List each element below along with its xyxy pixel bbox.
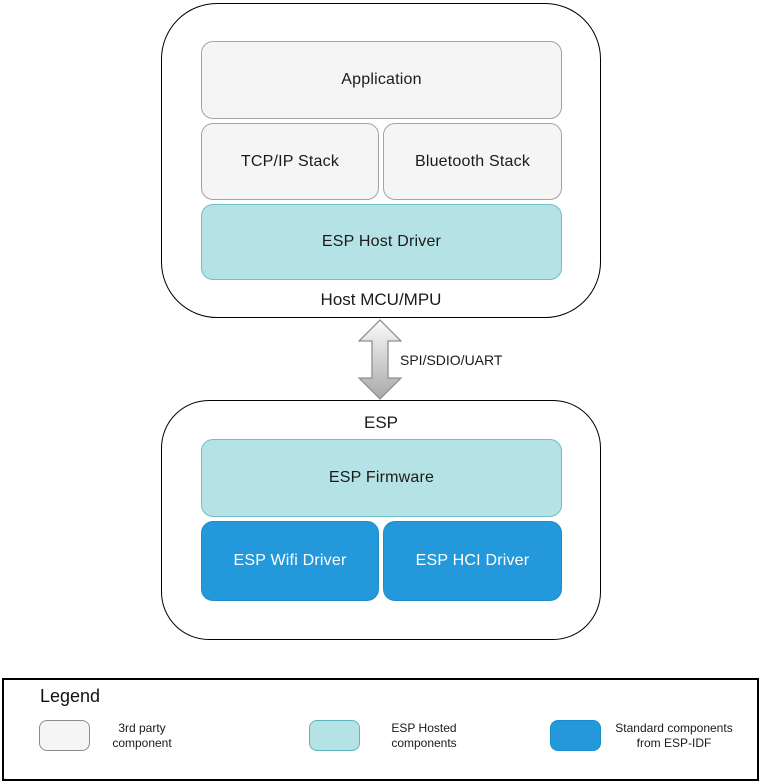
transport-label: SPI/SDIO/UART: [400, 352, 503, 368]
tcpip-stack-label: TCP/IP Stack: [240, 152, 340, 170]
host-mcu-container: Application TCP/IP Stack Bluetooth Stack…: [161, 3, 601, 318]
esp-firmware-box: ESP Firmware: [201, 439, 562, 517]
esp-firmware-label: ESP Firmware: [328, 469, 435, 486]
legend-swatch-esp-idf: [550, 720, 601, 751]
esp-wifi-driver-label: ESP Wifi Driver: [233, 552, 347, 569]
legend-label-line: ESP Hosted: [391, 721, 457, 735]
bluetooth-stack-box: Bluetooth Stack: [383, 123, 562, 200]
esp-hci-driver-box: ESP HCI Driver: [383, 521, 562, 601]
legend-label-line: 3rd party: [118, 721, 166, 735]
legend-title: Legend: [40, 686, 101, 706]
bluetooth-stack-label: Bluetooth Stack: [414, 152, 531, 170]
esp-host-driver-label: ESP Host Driver: [321, 233, 442, 250]
legend-label-third-party: 3rd party component: [90, 721, 194, 751]
legend-swatch-esp-hosted: [309, 720, 360, 751]
application-label: Application: [341, 71, 422, 88]
legend-panel: Legend 3rd party component ESP Hosted co…: [2, 678, 759, 781]
esp-label: ESP: [363, 413, 399, 432]
legend-label-line: component: [112, 736, 172, 750]
esp-hci-driver-label: ESP HCI Driver: [415, 552, 530, 569]
esp-host-driver-box: ESP Host Driver: [201, 204, 562, 280]
tcpip-stack-box: TCP/IP Stack: [201, 123, 379, 200]
esp-container: ESP ESP Firmware ESP Wifi Driver ESP HCI…: [161, 400, 601, 640]
legend-swatch-third-party: [39, 720, 90, 751]
legend-label-line: from ESP-IDF: [636, 736, 712, 750]
legend-label-esp-idf: Standard components from ESP-IDF: [594, 721, 754, 751]
esp-wifi-driver-box: ESP Wifi Driver: [201, 521, 379, 601]
bidirectional-arrow-icon: [357, 319, 403, 400]
legend-label-esp-hosted: ESP Hosted components: [357, 721, 491, 751]
application-box: Application: [201, 41, 562, 119]
host-mcu-label: Host MCU/MPU: [320, 290, 442, 309]
legend-label-line: components: [391, 736, 457, 750]
legend-label-line: Standard components: [615, 721, 733, 735]
